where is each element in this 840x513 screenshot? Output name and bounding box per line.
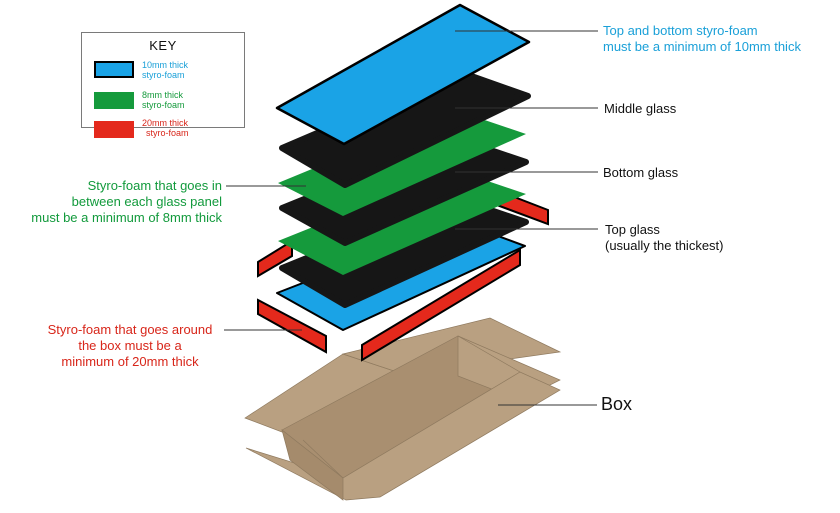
label-styrofoam-around: Styro-foam that goes around the box must… <box>47 322 213 369</box>
label-top-glass: Top glass (usually the thickest) <box>605 222 724 253</box>
label-middle-glass: Middle glass <box>604 101 677 116</box>
key-label-8mm: 8mm thick styro-foam <box>142 90 185 110</box>
red-strip-left-lower <box>257 298 327 354</box>
key-label-10mm: 10mm thick styro-foam <box>142 60 189 80</box>
red-strip-right-lower <box>361 248 521 362</box>
label-box: Box <box>601 394 633 414</box>
key-legend: KEY 10mm thick styro-foam 8mm thick styr… <box>81 32 245 138</box>
top-styrofoam-blue <box>275 3 531 146</box>
key-swatch-20mm <box>94 121 134 138</box>
red-strip-left-upper <box>257 239 293 278</box>
box-fold-line <box>302 439 344 479</box>
key-label-20mm: 20mm thick styro-foam <box>142 118 189 138</box>
label-styrofoam-between: Styro-foam that goes in between each gla… <box>31 178 222 225</box>
cardboard-box <box>244 317 562 501</box>
box-side-wall <box>281 429 344 501</box>
styrofoam-green-upper <box>278 110 526 216</box>
key-swatch-10mm <box>94 61 134 78</box>
key-title: KEY <box>149 38 177 53</box>
label-top-bottom-styrofoam: Top and bottom styro-foam must be a mini… <box>603 23 801 54</box>
leader-lines <box>224 30 598 406</box>
label-bottom-glass: Bottom glass <box>603 165 679 180</box>
box-fold-line <box>457 335 521 373</box>
key-swatch-8mm <box>94 92 134 109</box>
styrofoam-green-lower <box>278 170 526 275</box>
